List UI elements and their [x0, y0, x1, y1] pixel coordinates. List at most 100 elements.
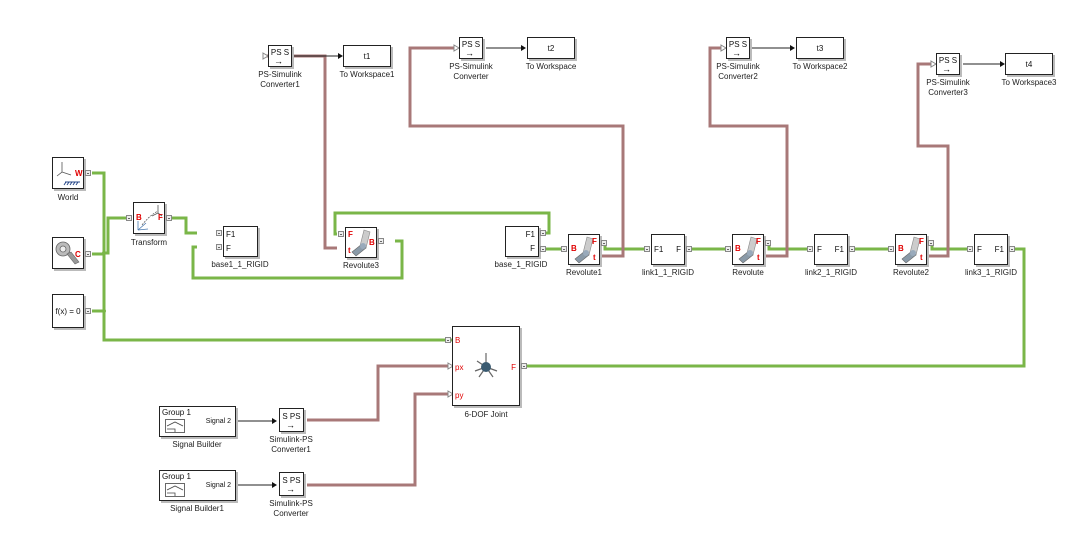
- arrow-right-icon: →: [286, 484, 295, 494]
- link2-rigid-port-f[interactable]: [807, 246, 813, 252]
- label-line: PS-Simulink: [926, 78, 970, 87]
- port-label: F: [511, 363, 516, 372]
- transform-port-f[interactable]: [166, 215, 172, 221]
- connection-revolute3-base[interactable]: [333, 211, 551, 236]
- branch-point: [102, 251, 106, 255]
- revolute2-block[interactable]: B F t: [895, 234, 927, 265]
- revolute-port-f[interactable]: [765, 240, 771, 246]
- transform-port-b[interactable]: [126, 215, 132, 221]
- ps-simulink-converter-block[interactable]: PS S →: [459, 37, 483, 59]
- port-label: F: [226, 244, 231, 253]
- connection-base1-revolute3[interactable]: [191, 239, 404, 280]
- six-dof-joint-label: 6-DOF Joint: [464, 410, 508, 419]
- base1-rigid-port-f[interactable]: [216, 244, 222, 250]
- revolute2-label: Revolute2: [892, 268, 930, 277]
- link3-rigid-port-f1[interactable]: [1009, 246, 1015, 252]
- link3-rigid-label: link3_1_RIGID: [964, 268, 1018, 277]
- revolute1-port-f[interactable]: [601, 240, 607, 246]
- to-workspace1-block[interactable]: t1: [343, 45, 391, 67]
- port-label: B: [571, 244, 577, 253]
- world-block[interactable]: W: [52, 157, 84, 189]
- revolute-joint-icon: [574, 236, 594, 264]
- base-rigid-port-f1[interactable]: [540, 230, 546, 236]
- ps-simulink-converter2-block[interactable]: PS S →: [726, 37, 750, 59]
- port-label: F: [756, 237, 761, 246]
- config-port[interactable]: [85, 251, 91, 257]
- converter-text: PS S: [270, 48, 290, 57]
- link3-rigid-port-f[interactable]: [967, 246, 973, 252]
- link2-rigid-port-f1[interactable]: [849, 246, 855, 252]
- signal-label: Signal 2: [205, 482, 231, 489]
- group-label: Group 1: [162, 408, 191, 417]
- config-port-label: C: [75, 250, 81, 259]
- link2-rigid-block[interactable]: F F1: [814, 234, 848, 265]
- mechanism-configuration-block[interactable]: C: [52, 237, 84, 269]
- to-workspace2-block[interactable]: t3: [796, 37, 844, 59]
- signal-builder-block[interactable]: Group 1 Signal 2: [159, 406, 236, 437]
- revolute1-block[interactable]: B F t: [568, 234, 600, 265]
- connection-transform-base1[interactable]: [169, 216, 197, 235]
- label-line: PS-Simulink: [258, 70, 302, 79]
- connection-world-bus[interactable]: [92, 171, 455, 342]
- connection-link3-6dof[interactable]: [525, 247, 1026, 368]
- signal-px[interactable]: [307, 364, 450, 422]
- port-label: F: [919, 237, 924, 246]
- link1-rigid-port-f1[interactable]: [644, 246, 650, 252]
- six-dof-port-f[interactable]: [521, 363, 527, 369]
- connection-to-transform[interactable]: [104, 216, 127, 255]
- converter-text: S PS: [282, 476, 301, 485]
- revolute-joint-icon: [901, 236, 921, 264]
- ps-simulink-converter3-block[interactable]: PS S →: [936, 53, 960, 75]
- link3-rigid-block[interactable]: F F1: [974, 234, 1008, 265]
- label-line: Converter: [453, 72, 489, 81]
- world-port[interactable]: [85, 170, 91, 176]
- revolute-block[interactable]: B F t: [732, 234, 764, 265]
- revolute-label: Revolute: [732, 268, 764, 277]
- signal-py[interactable]: [307, 392, 450, 487]
- port-label: B: [898, 244, 904, 253]
- label-line: Converter: [273, 509, 309, 518]
- converter-text: S PS: [282, 412, 301, 421]
- port-label: B: [369, 238, 375, 247]
- base-rigid-block[interactable]: F1 F: [505, 226, 539, 257]
- revolute1-port-b[interactable]: [561, 246, 567, 252]
- ps-simulink-converter1-block[interactable]: PS S →: [268, 45, 292, 67]
- transform-block[interactable]: B F: [133, 202, 165, 234]
- signal-waveform-icon: [165, 419, 185, 433]
- arrow-right-icon: →: [274, 56, 283, 66]
- arrow-right-icon: →: [732, 48, 741, 58]
- signal-builder1-block[interactable]: Group 1 Signal 2: [159, 470, 236, 501]
- six-dof-joint-block[interactable]: B px py F: [452, 326, 520, 406]
- port-label: F: [348, 230, 353, 239]
- base-rigid-port-f[interactable]: [540, 246, 546, 252]
- link1-rigid-block[interactable]: F1 F: [651, 234, 685, 265]
- six-dof-port-b[interactable]: [445, 337, 451, 343]
- group-label: Group 1: [162, 472, 191, 481]
- revolute3-port-b[interactable]: [378, 238, 384, 244]
- solver-port[interactable]: [85, 308, 91, 314]
- link1-rigid-port-f[interactable]: [686, 246, 692, 252]
- revolute3-block[interactable]: F t B: [345, 227, 377, 258]
- label-line: Converter3: [928, 88, 968, 97]
- simulink-ps-converter1-block[interactable]: S PS →: [279, 408, 304, 432]
- base1-rigid-block[interactable]: F1 F: [223, 226, 258, 257]
- solver-configuration-block[interactable]: f(x) = 0: [52, 294, 84, 328]
- revolute3-label: Revolute3: [342, 261, 380, 270]
- base-rigid-label: base_1_RIGID: [494, 260, 548, 269]
- base1-rigid-port-f1[interactable]: [216, 230, 222, 236]
- revolute2-port-f[interactable]: [928, 240, 934, 246]
- to-workspace-block[interactable]: t2: [527, 37, 575, 59]
- signal-revolute1-torque[interactable]: [408, 46, 625, 258]
- ps-input-port-icon: [453, 44, 460, 52]
- to-workspace3-block[interactable]: t4: [1005, 53, 1053, 75]
- converter-text: PS S: [461, 40, 481, 49]
- workspace-var: t3: [816, 44, 824, 53]
- revolute2-port-b[interactable]: [888, 246, 894, 252]
- transform-port-f-label: F: [158, 213, 163, 222]
- signal-revolute2-torque[interactable]: [916, 62, 950, 258]
- revolute-port-b[interactable]: [725, 246, 731, 252]
- simulink-ps-converter-block[interactable]: S PS →: [279, 472, 304, 496]
- signal-revolute-torque[interactable]: [708, 46, 789, 258]
- revolute3-port-f[interactable]: [338, 231, 344, 237]
